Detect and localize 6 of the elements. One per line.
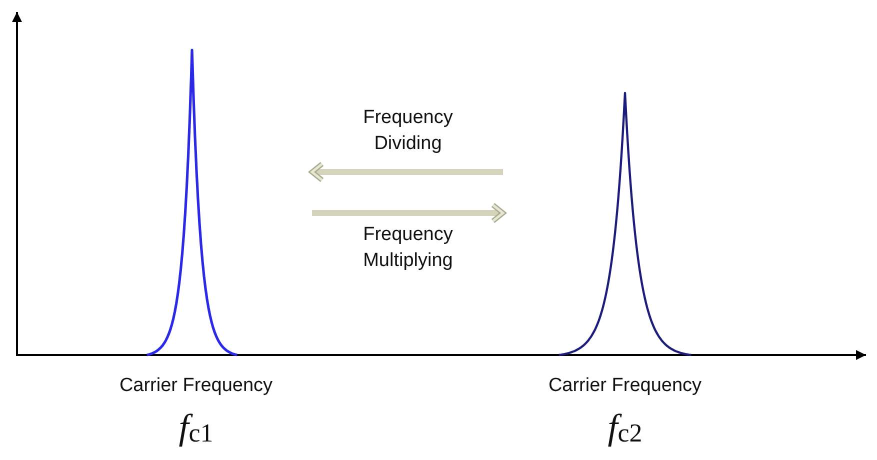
arrow [312,202,506,224]
frequency-symbol: f$_{c1}$ [178,408,214,448]
peak-caption: Carrier Frequency [118,375,274,398]
frequency-symbol: f$_{c2}$ [606,408,644,448]
arrow [310,162,503,182]
peak-caption: Carrier Frequency [547,375,703,398]
